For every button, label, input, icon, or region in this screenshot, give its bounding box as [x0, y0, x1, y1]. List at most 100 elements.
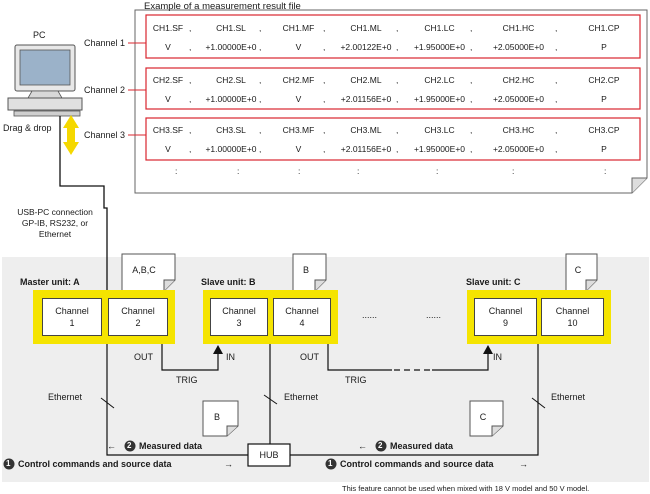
channel-3-row-box [145, 117, 641, 161]
step-2-badge-right [375, 440, 387, 452]
result-cell: CH2.HC [502, 75, 535, 85]
result-separator: , [555, 94, 558, 104]
result-cell: P [601, 94, 607, 104]
result-separator: , [555, 42, 558, 52]
channel-box-1-line2: 1 [69, 318, 75, 328]
result-cell: CH3.HC [502, 125, 535, 135]
ellipsis-1: ...... [362, 310, 378, 320]
ethernet-label-slave-c: Ethernet [551, 392, 586, 402]
control-num-left: 1 [6, 459, 11, 468]
pc-icon [7, 44, 83, 117]
channel-box-9-line2: 9 [502, 318, 508, 328]
result-separator: , [189, 144, 192, 154]
channel-box-10-line2: 10 [567, 318, 578, 328]
connection-label-line1: USB-PC connection [17, 207, 93, 217]
result-separator: , [323, 94, 326, 104]
result-cell: CH3.MF [282, 125, 315, 135]
out-label-master: OUT [134, 352, 153, 362]
result-separator: , [470, 23, 473, 33]
slave-b-unit-title: Slave unit: B [201, 277, 256, 287]
measured-data-num-right: 2 [378, 441, 383, 450]
drag-drop-label: Drag & drop [3, 123, 52, 133]
control-text-right: Control commands and source data [340, 459, 494, 469]
ellipsis-2: ...... [426, 310, 442, 320]
continuation-mark: : [298, 166, 301, 176]
result-separator: , [396, 144, 399, 154]
channel-box-9-line1: Channel [488, 306, 523, 316]
result-separator: , [323, 23, 326, 33]
result-separator: , [555, 144, 558, 154]
connection-label: USB-PC connection GP-IB, RS232, or Ether… [5, 207, 105, 240]
result-cell: +1.00000E+0 [205, 144, 257, 154]
result-separator: , [396, 94, 399, 104]
doc-slave-c-icon [565, 253, 598, 292]
channel-box-4: Channel 4 [273, 298, 331, 336]
step-1-badge-right [325, 458, 337, 470]
channel-box-3: Channel 3 [210, 298, 268, 336]
in-label-slave-b: IN [226, 352, 235, 362]
result-cell: CH1.MF [282, 23, 315, 33]
result-cell: V [165, 42, 171, 52]
channel-box-4-line1: Channel [285, 306, 319, 316]
ethernet-label-master: Ethernet [48, 392, 83, 402]
result-cell: CH2.LC [424, 75, 455, 85]
result-cell: +1.00000E+0 [205, 94, 257, 104]
result-separator: , [259, 42, 262, 52]
result-separator: , [470, 75, 473, 85]
channel-box-3-line1: Channel [222, 306, 256, 316]
ethernet-label-slave-b: Ethernet [284, 392, 319, 402]
result-cell: CH1.HC [502, 23, 535, 33]
result-file-fold [631, 177, 647, 193]
channel-box-2: Channel 2 [108, 298, 168, 336]
result-cell: +2.00122E+0 [340, 42, 392, 52]
out-label-slave-b: OUT [300, 352, 319, 362]
result-separator: , [323, 125, 326, 135]
result-separator: , [555, 125, 558, 135]
result-cell: +1.95000E+0 [413, 144, 466, 154]
continuation-mark: : [512, 166, 515, 176]
step-1-badge-left [3, 458, 15, 470]
channel-1-row-box [145, 14, 641, 59]
channel-3-label: Channel 3 [84, 130, 126, 140]
result-separator: , [323, 75, 326, 85]
result-separator: , [189, 23, 192, 33]
result-cell: CH1.LC [424, 23, 455, 33]
control-num-right: 1 [328, 459, 333, 468]
continuation-mark: : [436, 166, 439, 176]
drag-drop-arrow [63, 115, 79, 155]
channel-box-2-line1: Channel [121, 306, 155, 316]
result-separator: , [396, 125, 399, 135]
result-cell: +2.05000E+0 [492, 42, 545, 52]
result-cell: V [165, 144, 171, 154]
result-cell: V [165, 94, 171, 104]
result-cell: +2.01156E+0 [340, 94, 392, 104]
doc-slave-b-label: B [302, 265, 309, 275]
channel-box-10-line1: Channel [555, 306, 590, 316]
result-separator: , [555, 75, 558, 85]
channel-box-1: Channel 1 [42, 298, 102, 336]
result-cell: +1.00000E+0 [205, 42, 257, 52]
control-text-left: Control commands and source data [18, 459, 172, 469]
result-separator: , [259, 94, 262, 104]
result-cell: CH2.SF [152, 75, 184, 85]
result-cell: CH1.SF [152, 23, 184, 33]
result-cell: CH3.SF [152, 125, 184, 135]
doc-c-lower-label: C [479, 412, 487, 422]
result-separator: , [189, 42, 192, 52]
hub-label: HUB [259, 450, 279, 460]
result-cell: V [295, 144, 302, 154]
result-cell: CH2.CP [588, 75, 620, 85]
trig-label-2: TRIG [345, 375, 367, 385]
doc-b-lower-icon [202, 400, 239, 437]
result-cell: +1.95000E+0 [413, 42, 466, 52]
footnote: This feature cannot be used when mixed w… [342, 484, 590, 493]
in-label-slave-c: IN [493, 352, 502, 362]
doc-master-icon [121, 253, 176, 292]
result-separator: , [396, 42, 399, 52]
result-cell: +2.05000E+0 [492, 94, 545, 104]
measured-data-text-right: Measured data [390, 441, 454, 451]
result-separator: , [189, 94, 192, 104]
trig-label-1: TRIG [176, 375, 198, 385]
doc-c-lower-icon [469, 400, 504, 437]
